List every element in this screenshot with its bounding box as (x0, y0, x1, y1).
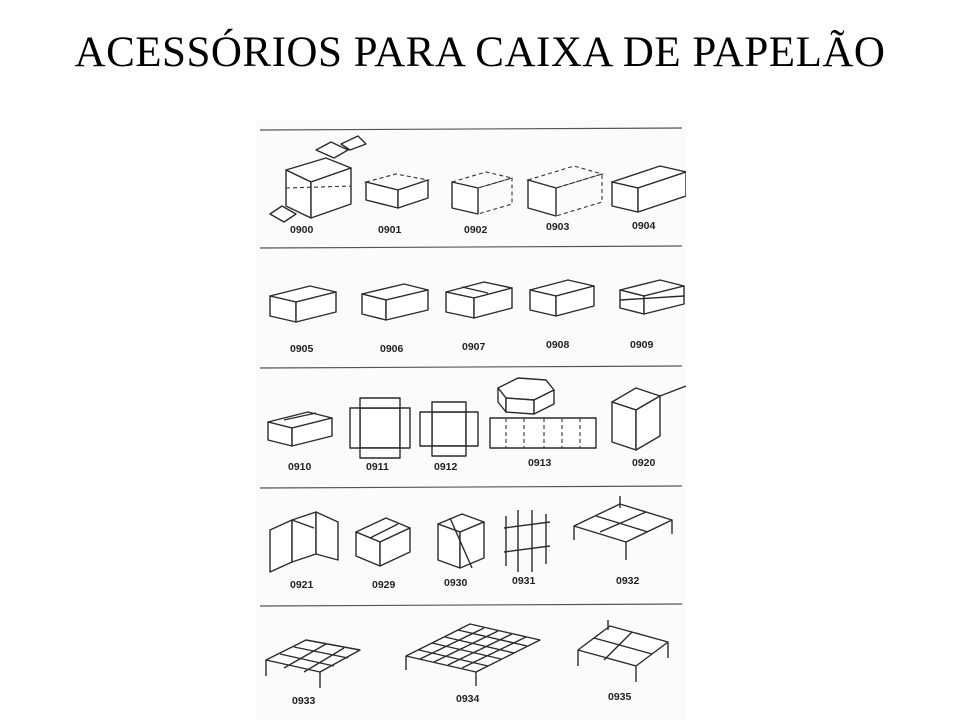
accessory-code: 0911 (366, 461, 389, 473)
accessory-0903-drawing (526, 165, 604, 217)
catalog-scan: 0900 0901 0902 0903 0904 0905 0906 (256, 120, 686, 720)
accessory-code: 0910 (288, 461, 312, 473)
accessory-0909-drawing (619, 279, 685, 315)
accessory-0921-drawing (269, 511, 339, 573)
accessory-code: 0932 (616, 575, 640, 587)
accessory-0905-drawing (269, 285, 337, 323)
accessory-0935-drawing (577, 620, 669, 682)
accessory-code: 0905 (290, 343, 314, 355)
accessory-0912-drawing (419, 401, 479, 457)
accessory-0906-drawing (361, 283, 429, 321)
accessory-0932-drawing (573, 496, 673, 560)
accessory-code: 0921 (290, 579, 314, 591)
accessory-0907-drawing (445, 281, 513, 319)
accessory-0900-drawing (269, 135, 367, 223)
accessory-0920-drawing (611, 385, 686, 451)
accessory-code: 0933 (292, 695, 316, 707)
row-separator (259, 365, 683, 369)
accessory-code: 0931 (512, 575, 536, 587)
row-separator (259, 603, 683, 607)
accessory-0904-drawing (611, 165, 686, 213)
accessory-0908-drawing (529, 279, 595, 317)
accessory-code: 0908 (546, 339, 570, 351)
accessory-0913-drawing (489, 377, 597, 449)
accessory-code: 0904 (632, 220, 656, 232)
accessory-code: 0901 (378, 224, 402, 236)
accessory-code: 0935 (608, 691, 632, 703)
accessory-code: 0934 (456, 693, 480, 705)
accessory-code: 0903 (546, 221, 570, 233)
accessory-code: 0902 (464, 224, 488, 236)
accessory-0931-drawing (503, 510, 551, 572)
accessory-code: 0913 (528, 457, 552, 469)
accessory-0911-drawing (349, 397, 411, 459)
accessory-0930-drawing (437, 513, 485, 569)
accessory-0933-drawing (265, 639, 361, 688)
accessory-code: 0906 (380, 343, 404, 355)
accessory-0902-drawing (449, 171, 515, 215)
accessory-code: 0920 (632, 457, 656, 469)
accessory-0934-drawing (405, 623, 541, 686)
accessory-0901-drawing (363, 173, 431, 209)
accessory-code: 0900 (290, 224, 314, 236)
accessory-code: 0929 (372, 579, 396, 591)
accessory-0910-drawing (267, 411, 333, 447)
accessory-code: 0912 (434, 461, 458, 473)
slide-title: ACESSÓRIOS PARA CAIXA DE PAPELÃO (74, 29, 886, 76)
row-separator (259, 485, 683, 489)
accessory-0929-drawing (355, 517, 411, 567)
row-separator (259, 127, 683, 131)
accessory-code: 0907 (462, 341, 486, 353)
accessory-code: 0909 (630, 339, 654, 351)
accessory-code: 0930 (444, 577, 468, 589)
row-separator (259, 245, 683, 249)
